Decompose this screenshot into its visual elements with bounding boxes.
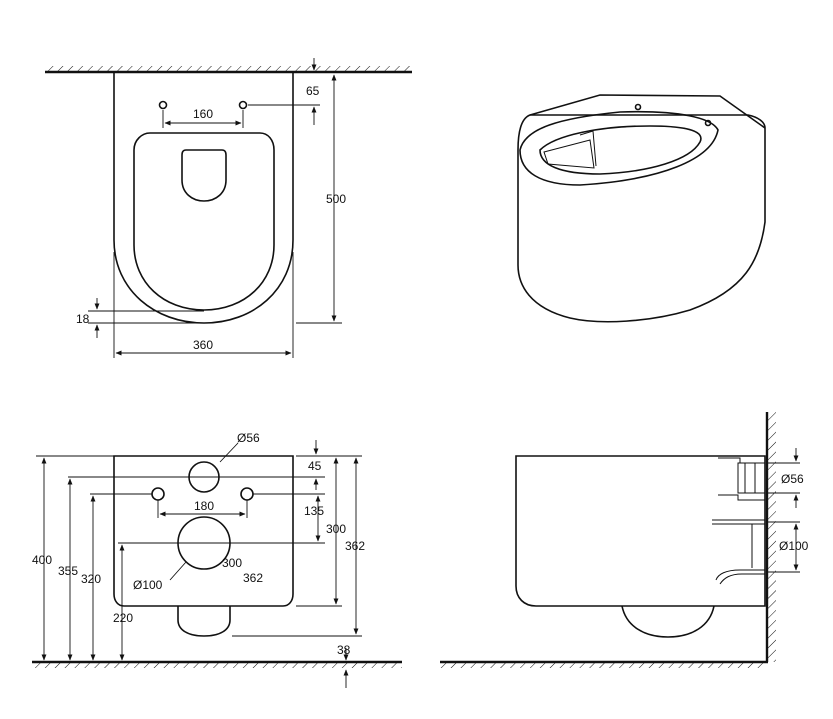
body-front — [113, 455, 294, 607]
label-d56-front: Ø56 — [237, 431, 260, 445]
label-45: 45 — [308, 459, 322, 473]
leader-56 — [219, 442, 239, 463]
bolt-hole-3d-right — [704, 119, 712, 127]
label-400: 400 — [32, 553, 52, 567]
leader-100 — [169, 561, 187, 581]
inlet-fitting — [737, 462, 766, 494]
bolt-hole-left — [158, 100, 168, 110]
front-view: Ø56 45 135 300 362 180 400 355 — [32, 431, 402, 688]
label-360: 360 — [193, 338, 213, 352]
label-180: 180 — [194, 499, 214, 513]
label-d100-side: Ø100 — [779, 539, 809, 553]
bowl-inner-3d — [539, 125, 702, 175]
label-d56-side: Ø56 — [781, 472, 804, 486]
wall-hatch-top — [45, 66, 412, 72]
label-38: 38 — [337, 643, 351, 657]
flush-opening — [181, 149, 227, 202]
label-500: 500 — [326, 192, 346, 206]
bolt-hole-front-left — [151, 487, 165, 501]
label-135: 135 — [304, 504, 324, 518]
floor-hatch-side — [440, 662, 765, 668]
label-65: 65 — [306, 84, 320, 98]
body-outline-3d — [517, 114, 766, 323]
bolt-hole-front-right — [240, 487, 254, 501]
floor-hatch-front — [32, 662, 402, 668]
label-320: 320 — [81, 572, 101, 586]
wall-hatch-side — [768, 412, 776, 662]
label-362-inner: 362 — [243, 571, 263, 585]
bolt-hole-3d-left — [634, 103, 642, 111]
side-view: Ø56 Ø100 — [440, 412, 809, 668]
bolt-hole-right — [238, 100, 248, 110]
top-view: 160 65 500 18 360 — [45, 58, 412, 358]
flush-lip-3d — [543, 139, 595, 169]
label-300-right: 300 — [326, 522, 346, 536]
foot-front — [177, 606, 231, 637]
label-d100-front: Ø100 — [133, 578, 163, 592]
label-160: 160 — [193, 107, 213, 121]
seat-outline — [133, 132, 275, 311]
bowl-rim-3d — [519, 110, 719, 186]
label-355: 355 — [58, 564, 78, 578]
body-side — [515, 455, 766, 607]
top-rim-3d — [529, 94, 766, 129]
label-362-right: 362 — [345, 539, 365, 553]
label-300-inner: 300 — [222, 556, 242, 570]
foot-side — [621, 605, 715, 638]
flush-lip-edge — [579, 130, 597, 167]
label-18: 18 — [76, 312, 90, 326]
perspective-view — [517, 94, 766, 323]
label-220: 220 — [113, 611, 133, 625]
